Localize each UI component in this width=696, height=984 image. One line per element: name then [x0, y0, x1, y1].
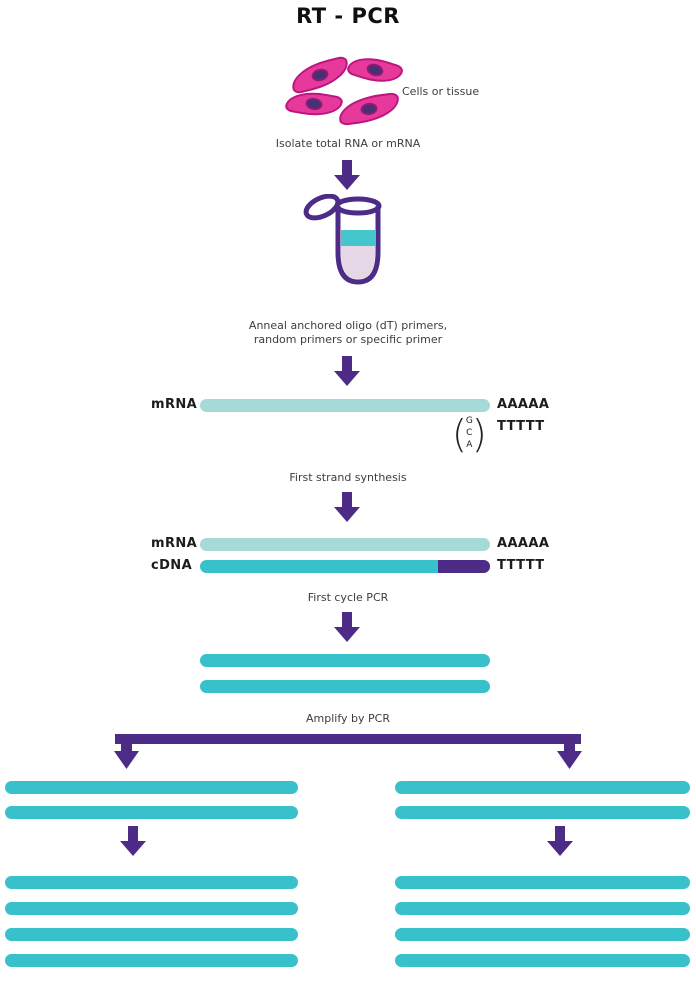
tube-illustration	[303, 194, 382, 285]
pcr-product-bar	[5, 954, 298, 967]
pcr-product-bar	[5, 806, 298, 819]
anchor-bases: ( G C A )	[452, 414, 487, 454]
arrow-stem	[128, 826, 138, 841]
left-paren-icon: (	[452, 412, 467, 456]
arrow-head	[547, 841, 573, 856]
cell-nucleus	[304, 96, 324, 112]
mrna-bar	[200, 399, 490, 412]
right-paren-icon: )	[471, 412, 487, 456]
down-arrow-icon	[334, 492, 360, 522]
diagram-title: RT - PCR	[296, 4, 400, 28]
anchor-base: A	[466, 439, 473, 450]
oligo-dt-label: TTTTT	[497, 419, 545, 434]
arrow-stem	[342, 356, 352, 371]
pcr-product-bar	[395, 806, 690, 819]
cdna-primer-segment	[438, 560, 490, 573]
cells-illustration	[284, 50, 416, 132]
step-anneal-line1: Anneal anchored oligo (dT) primers,	[248, 319, 448, 332]
pcr-product-bar	[5, 876, 298, 889]
oligo-dt-label: TTTTT	[497, 558, 545, 573]
poly-a-label: AAAAA	[497, 397, 550, 412]
tube-rim	[334, 196, 382, 216]
cell	[345, 50, 405, 90]
pcr-product-bar	[395, 928, 690, 941]
poly-a-label: AAAAA	[497, 536, 550, 551]
cdna-label: cDNA	[151, 558, 193, 573]
down-arrow-icon	[334, 612, 360, 642]
anchor-letters: G C A	[466, 416, 473, 451]
mrna-bar	[200, 538, 490, 551]
down-arrow-icon	[334, 356, 360, 386]
step-first-cycle-label: First cycle PCR	[307, 591, 389, 604]
mrna-label: mRNA	[151, 536, 198, 551]
cells-label: Cells or tissue	[402, 85, 480, 98]
pcr-product-bar	[395, 954, 690, 967]
arrow-stem	[555, 826, 565, 841]
cell-nucleus	[359, 101, 379, 117]
pcr-product-bar	[395, 876, 690, 889]
arrow-stem	[342, 160, 352, 175]
dna-strand-bar	[200, 654, 490, 667]
cell	[284, 87, 344, 121]
cell-nucleus	[365, 61, 385, 79]
cell	[336, 91, 402, 127]
arrow-head	[334, 507, 360, 522]
pcr-product-bar	[395, 902, 690, 915]
cell-nucleus	[310, 67, 330, 83]
tube-liquid-band	[341, 230, 375, 246]
pcr-product-bar	[5, 928, 298, 941]
step-first-strand-label: First strand synthesis	[289, 471, 407, 484]
arrow-stem	[342, 492, 352, 507]
tube-liquid-bottom	[341, 244, 375, 279]
down-arrow-icon	[334, 160, 360, 190]
tube-cap	[303, 194, 341, 221]
pcr-product-bar	[5, 781, 298, 794]
arrow-head	[334, 627, 360, 642]
pcr-product-bar	[5, 902, 298, 915]
dna-strand-bar	[200, 680, 490, 693]
anchor-base: C	[466, 428, 473, 439]
branch-arrow-icon	[114, 734, 582, 769]
arrow-head	[334, 371, 360, 386]
cdna-bar	[200, 560, 490, 573]
down-arrow-icon	[120, 826, 146, 856]
step-amplify-label: Amplify by PCR	[306, 712, 390, 725]
down-arrow-icon	[547, 826, 573, 856]
anchor-base: G	[465, 416, 473, 427]
cell	[287, 55, 353, 95]
arrow-stem	[342, 612, 352, 627]
step-anneal-line2: random primers or specific primer	[253, 333, 443, 346]
step-isolate-label: Isolate total RNA or mRNA	[275, 137, 421, 150]
mrna-label: mRNA	[151, 397, 198, 412]
tube-body	[335, 206, 381, 285]
arrow-head	[120, 841, 146, 856]
pcr-product-bar	[395, 781, 690, 794]
arrow-head	[334, 175, 360, 190]
